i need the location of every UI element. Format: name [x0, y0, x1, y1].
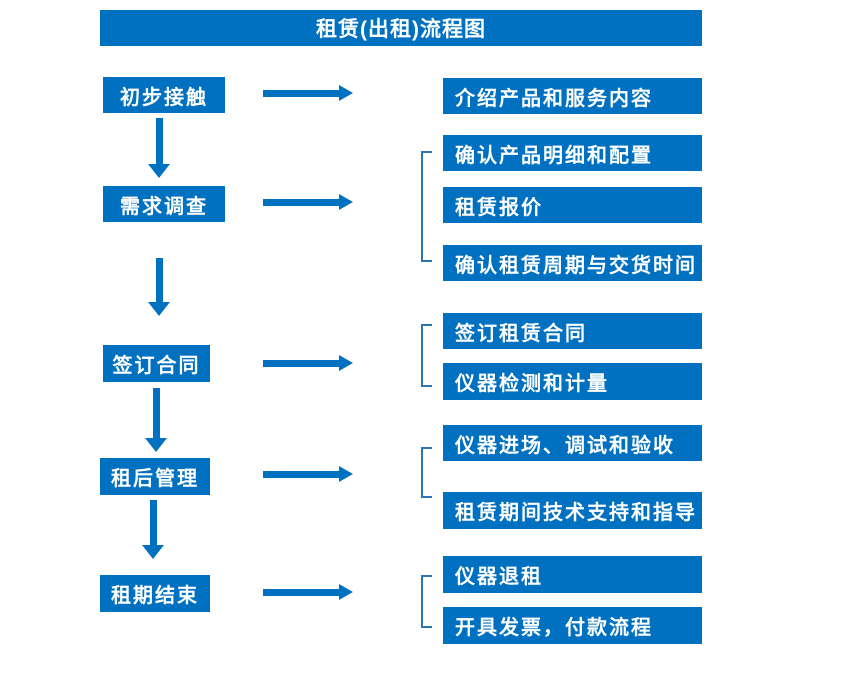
- output-box-confirm-product-details: 确认产品明细和配置: [443, 135, 702, 171]
- output-box-instrument-return: 仪器退租: [443, 556, 702, 593]
- output-box-sign-rental-contract: 签订租赁合同: [443, 313, 702, 349]
- output-box-instrument-testing: 仪器检测和计量: [443, 363, 702, 400]
- output-box-technical-support: 租赁期间技术支持和指导: [443, 492, 702, 529]
- output-box-invoice-payment: 开具发票，付款流程: [443, 607, 702, 644]
- down-arrow-icon: [145, 388, 167, 452]
- down-arrow-icon: [148, 258, 170, 316]
- right-arrow-icon: [263, 85, 353, 101]
- right-arrow-icon: [263, 355, 353, 371]
- step-box-lease-end: 租期结束: [100, 575, 210, 612]
- group-bracket: [421, 447, 432, 498]
- step-box-initial-contact: 初步接触: [103, 77, 225, 113]
- flowchart-title: 租赁(出租)流程图: [100, 10, 702, 46]
- down-arrow-icon: [142, 500, 164, 559]
- right-arrow-icon: [263, 584, 353, 600]
- group-bracket: [421, 324, 432, 387]
- output-box-confirm-period-delivery: 确认租赁周期与交货时间: [443, 245, 702, 281]
- output-box-instrument-setup-acceptance: 仪器进场、调试和验收: [443, 425, 702, 461]
- step-box-post-rental-management: 租后管理: [100, 458, 210, 495]
- output-box-introduce-products-services: 介绍产品和服务内容: [443, 78, 702, 114]
- right-arrow-icon: [263, 194, 353, 210]
- output-box-rental-quote: 租赁报价: [443, 187, 702, 223]
- step-box-sign-contract: 签订合同: [103, 345, 210, 382]
- right-arrow-icon: [263, 466, 353, 482]
- step-box-needs-survey: 需求调查: [103, 186, 225, 222]
- group-bracket: [421, 151, 432, 262]
- down-arrow-icon: [148, 118, 170, 178]
- group-bracket: [421, 575, 432, 628]
